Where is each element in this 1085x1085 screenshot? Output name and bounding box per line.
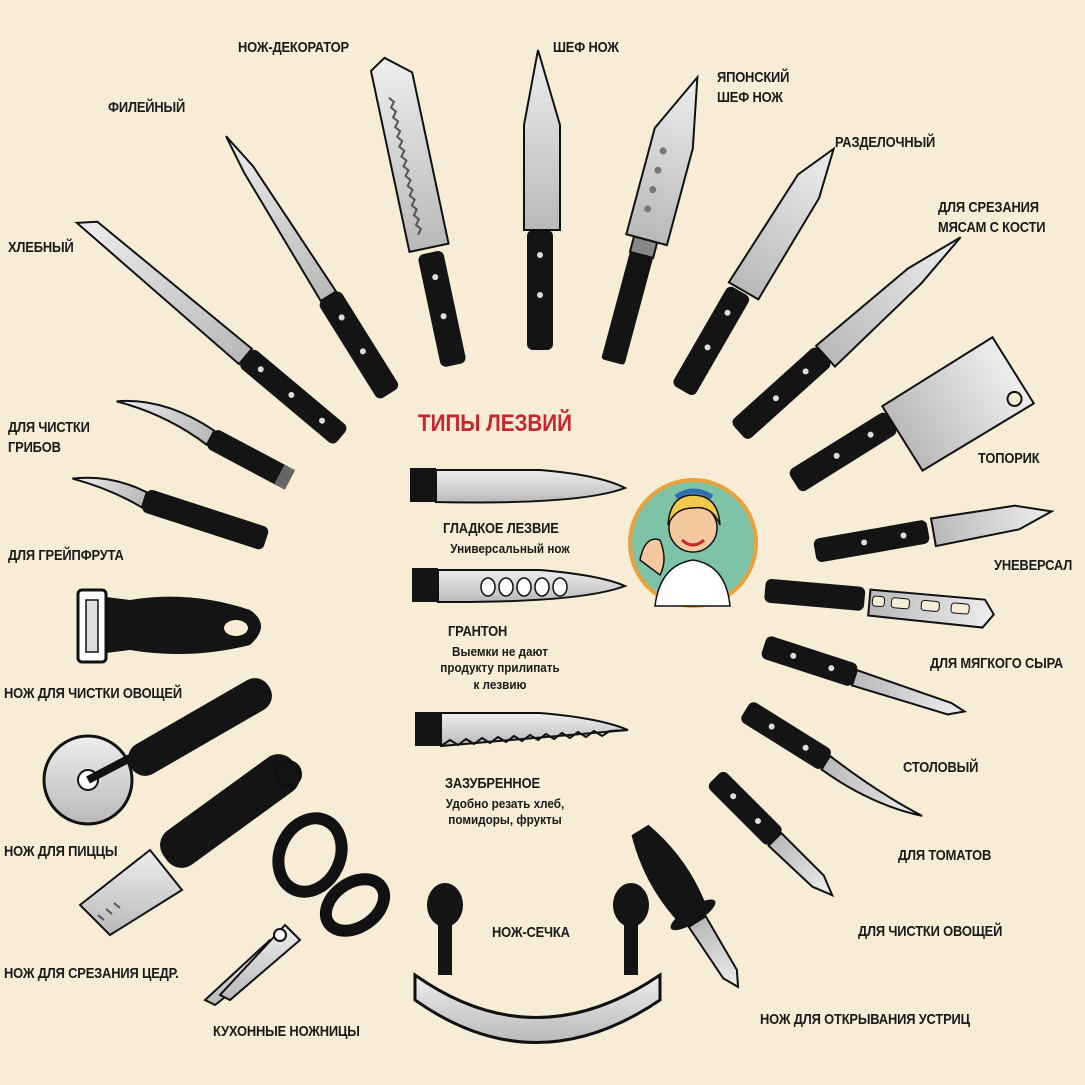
label-oyster-knife: НОЖ ДЛЯ ОТКРЫВАНИЯ УСТРИЦ: [760, 1011, 970, 1028]
fillet-knife-icon: [225, 135, 399, 399]
blade-type-smooth-description: Универсальный нож: [450, 541, 570, 556]
serrated-blade-icon: [415, 712, 629, 748]
label-boning-knife: ДЛЯ СРЕЗАНИЯ МЯСАМ С КОСТИ: [938, 199, 1046, 237]
chef-knife-icon: [523, 49, 561, 350]
label-mushroom-knife: ДЛЯ ЧИСТКИ ГРИБОВ: [8, 419, 90, 457]
grapefruit-knife-icon: [72, 476, 269, 550]
label-soft-cheese-knife: ДЛЯ МЯГКОГО СЫРА: [930, 655, 1064, 672]
kitchen-scissors-icon: [203, 812, 391, 1007]
label-vegetable-peeler: НОЖ ДЛЯ ЧИСТКИ ОВОЩЕЙ: [4, 685, 182, 702]
label-chef-knife: ШЕФ НОЖ: [553, 39, 619, 56]
granton-blade-icon: [412, 568, 628, 604]
label-cleaver: ТОПОРИК: [978, 450, 1040, 467]
tomato-knife-icon: [741, 702, 923, 817]
blade-type-smooth-name: ГЛАДКОЕ ЛЕЗВИЕ: [443, 520, 559, 537]
label-kitchen-scissors: КУХОННЫЕ НОЖНИЦЫ: [213, 1023, 360, 1040]
label-pizza-cutter: НОЖ ДЛЯ ПИЦЦЫ: [4, 843, 118, 860]
soft-cheese-knife-icon: [764, 578, 995, 629]
blade-type-granton-description: Выемки не дают продукту прилипать к лезв…: [440, 644, 560, 692]
pizza-cutter-icon: [42, 678, 272, 826]
decorator-knife-icon: [369, 56, 466, 367]
paring-knife-icon: [708, 771, 835, 898]
oyster-knife-icon: [631, 824, 740, 989]
label-grapefruit-knife: ДЛЯ ГРЕЙПФРУТА: [8, 547, 124, 564]
japanese-chef-knife-icon: [601, 74, 699, 365]
mushroom-knife-icon: [116, 399, 296, 490]
vegetable-peeler-icon: [76, 588, 261, 664]
cleaver-icon: [789, 335, 1036, 492]
table-knife-icon: [761, 636, 968, 716]
mezzaluna-icon: [413, 883, 662, 1044]
label-japanese-chef-knife: ЯПОНСКИЙ ШЕФ НОЖ: [717, 69, 790, 107]
blade-type-serrated-name: ЗАЗУБРЕННОЕ: [445, 775, 540, 792]
blade-type-granton-name: ГРАНТОН: [448, 623, 508, 640]
label-fillet-knife: ФИЛЕЙНЫЙ: [108, 99, 186, 116]
zester-icon: [78, 754, 302, 937]
label-universal-knife: УНЕВЕРСАЛ: [994, 557, 1073, 574]
blade-type-serrated-description: Удобно резать хлеб, помидоры, фрукты: [445, 796, 565, 828]
label-table-knife: СТОЛОВЫЙ: [903, 759, 979, 776]
label-decorator-knife: НОЖ-ДЕКОРАТОР: [238, 39, 349, 56]
label-paring-knife: ДЛЯ ЧИСТКИ ОВОЩЕЙ: [858, 923, 1003, 940]
smooth-blade-icon: [410, 468, 628, 504]
universal-knife-icon: [813, 504, 1055, 562]
pinup-avatar-icon: [628, 478, 758, 608]
label-carving-knife: РАЗДЕЛОЧНЫЙ: [835, 134, 936, 151]
carving-knife-icon: [673, 146, 836, 395]
bread-knife-icon: [74, 220, 347, 444]
label-zester: НОЖ ДЛЯ СРЕЗАНИЯ ЦЕДР.: [4, 965, 179, 982]
label-tomato-knife: ДЛЯ ТОМАТОВ: [898, 847, 992, 864]
label-mezzaluna: НОЖ-СЕЧКА: [492, 924, 570, 941]
label-bread-knife: ХЛЕБНЫЙ: [8, 239, 74, 256]
boning-knife-icon: [732, 236, 962, 439]
page-title: ТИПЫ ЛЕЗВИЙ: [418, 410, 572, 437]
